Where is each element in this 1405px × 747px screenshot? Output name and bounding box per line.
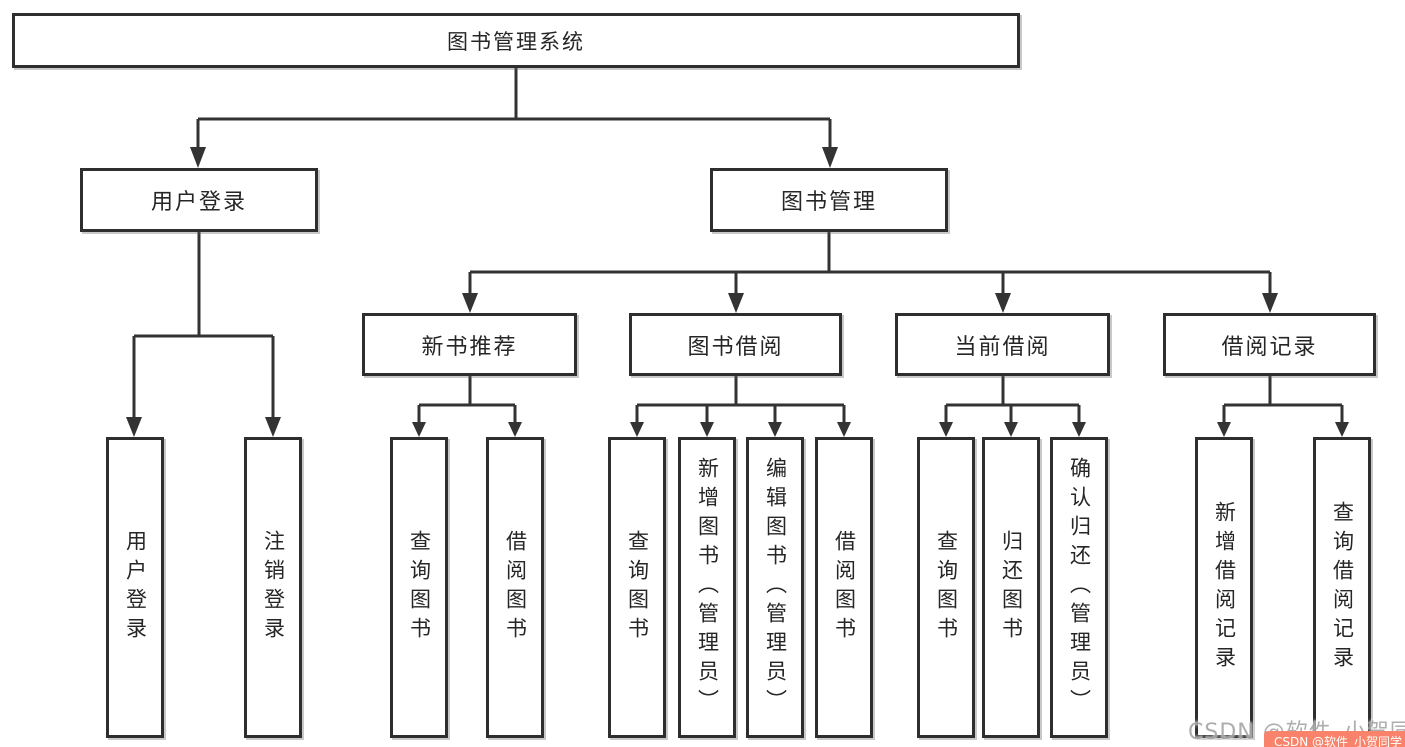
- leaf-query-borrow-record: 查询借阅记录: [1313, 437, 1371, 738]
- csdn-watermark-badge: CSDN @软件_小贺同学: [1264, 731, 1405, 747]
- arrowhead-icon: [1217, 422, 1231, 437]
- node-label: 新增借阅记录: [1212, 500, 1237, 675]
- arrowhead-icon: [265, 417, 281, 437]
- arrowhead-icon: [190, 147, 206, 168]
- node-label: 用户登录: [150, 190, 247, 215]
- node-label: 查询图书: [407, 529, 432, 646]
- node-current-borrow: 当前借阅: [895, 313, 1110, 376]
- node-label: 查询借阅记录: [1330, 500, 1355, 675]
- node-borrow-records: 借阅记录: [1163, 313, 1376, 376]
- node-label: 编辑图书（管理员）: [763, 457, 788, 718]
- node-label: 借阅图书: [832, 529, 857, 646]
- leaf-logout: 注销登录: [244, 437, 302, 738]
- arrowhead-icon: [630, 422, 644, 437]
- leaf-borrow-books-2: 借阅图书: [815, 437, 873, 738]
- node-label: 借阅记录: [1221, 334, 1318, 360]
- leaf-confirm-return-admin: 确认归还（管理员）: [1050, 437, 1108, 738]
- node-label: 归还图书: [999, 529, 1024, 646]
- node-user-login-branch: 用户登录: [80, 168, 318, 232]
- node-book-borrow: 图书借阅: [629, 313, 842, 376]
- node-label: 新书推荐: [421, 334, 518, 360]
- node-label: 图书管理系统: [447, 29, 585, 54]
- node-label: 图书借阅: [687, 334, 784, 360]
- node-label: 借阅图书: [503, 529, 528, 646]
- node-label: 用户登录: [123, 529, 148, 646]
- arrowhead-icon: [939, 422, 953, 437]
- leaf-edit-books-admin: 编辑图书（管理员）: [746, 437, 804, 738]
- arrowhead-icon: [1072, 422, 1086, 437]
- arrowhead-icon: [1262, 293, 1278, 313]
- arrowhead-icon: [822, 147, 838, 168]
- leaf-query-books-2: 查询图书: [608, 437, 666, 738]
- arrowhead-icon: [412, 422, 426, 437]
- arrowhead-icon: [508, 422, 522, 437]
- leaf-return-books: 归还图书: [982, 437, 1040, 738]
- node-label: 图书管理: [780, 190, 877, 215]
- arrowhead-icon: [462, 293, 478, 313]
- leaf-user-login: 用户登录: [106, 437, 164, 738]
- node-book-management: 图书管理: [710, 168, 948, 232]
- node-label: 查询图书: [934, 529, 959, 646]
- node-new-book-recommend: 新书推荐: [362, 313, 577, 376]
- leaf-add-borrow-record: 新增借阅记录: [1195, 437, 1253, 738]
- arrowhead-icon: [768, 422, 782, 437]
- node-label: 注销登录: [261, 529, 286, 646]
- arrowhead-icon: [837, 422, 851, 437]
- leaf-borrow-books-1: 借阅图书: [486, 437, 544, 738]
- leaf-query-books-1: 查询图书: [390, 437, 448, 738]
- leaf-query-books-3: 查询图书: [917, 437, 975, 738]
- arrowhead-icon: [126, 417, 142, 437]
- node-label: 当前借阅: [954, 334, 1051, 360]
- arrowhead-icon: [1004, 422, 1018, 437]
- arrowhead-icon: [728, 293, 744, 313]
- arrowhead-icon: [1335, 422, 1349, 437]
- node-library-system: 图书管理系统: [12, 13, 1020, 68]
- arrowhead-icon: [700, 422, 714, 437]
- node-label: 新增图书（管理员）: [695, 457, 720, 718]
- leaf-add-books-admin: 新增图书（管理员）: [678, 437, 736, 738]
- node-label: 查询图书: [625, 529, 650, 646]
- node-label: 确认归还（管理员）: [1067, 457, 1092, 718]
- arrowhead-icon: [995, 293, 1011, 313]
